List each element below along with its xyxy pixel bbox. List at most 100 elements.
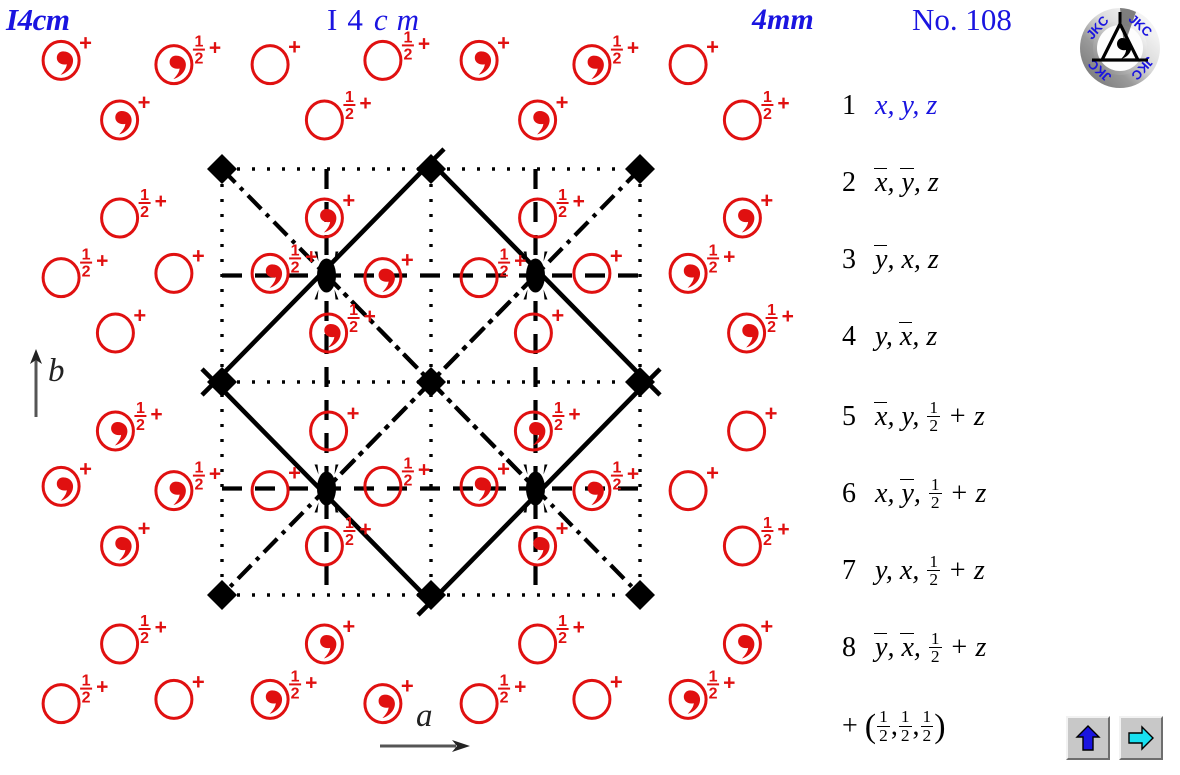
right-arrow-icon: [1128, 725, 1154, 751]
space-group-number: No. 108: [912, 2, 1012, 37]
svg-text:1: 1: [194, 460, 203, 477]
svg-text:1: 1: [82, 673, 91, 690]
half-plus-label: 12+: [343, 89, 372, 123]
operation-5-number: 5: [842, 401, 856, 433]
svg-text:2: 2: [82, 690, 91, 707]
general-position-open: 12+: [304, 515, 372, 567]
plus-label: +: [706, 35, 719, 60]
plus-label: +: [138, 90, 151, 115]
svg-text:1: 1: [709, 242, 718, 259]
c-glide-dashed: [222, 169, 640, 595]
operation-4-coordinates: y, x, z: [875, 321, 938, 352]
general-position-comma: 12+: [572, 460, 639, 512]
svg-text:2: 2: [403, 472, 412, 489]
half-plus-label: 12+: [556, 613, 585, 647]
half-plus-label: 12 +: [707, 242, 735, 276]
general-position-comma: +: [722, 614, 773, 665]
svg-text:+: +: [723, 245, 735, 268]
plus-label: +: [760, 614, 773, 639]
axis-b: b: [24, 345, 94, 420]
plus-label: +: [401, 248, 414, 273]
plus-label: +: [497, 30, 510, 55]
plus-label: +: [138, 516, 151, 541]
operation-1: 1 x, y, z: [842, 92, 937, 120]
general-position-open: +: [250, 35, 301, 86]
svg-text:+: +: [777, 518, 789, 541]
svg-text:+: +: [418, 458, 430, 481]
svg-text:+: +: [627, 37, 639, 60]
svg-text:1: 1: [612, 34, 621, 51]
svg-text:+: +: [155, 190, 167, 213]
general-position-comma: +: [304, 614, 355, 665]
general-position-open: +: [95, 303, 146, 354]
general-position-open: 12+: [722, 89, 790, 141]
svg-text:+: +: [418, 32, 430, 55]
half-plus-label: 12 +: [401, 455, 430, 489]
svg-text:2: 2: [763, 106, 772, 123]
svg-text:1: 1: [558, 613, 567, 630]
general-position-open: 12+: [518, 613, 585, 665]
hm-part-glide: c: [373, 2, 388, 37]
general-positions-layer: 12++12+12+++12+12+++12++12++12++++12+12+…: [41, 29, 794, 725]
general-position-comma: 12+: [668, 668, 735, 720]
general-position-comma: +: [518, 90, 569, 141]
operation-7-number: 7: [842, 555, 856, 587]
svg-text:2: 2: [558, 630, 567, 647]
general-position-open: +: [668, 461, 719, 512]
svg-text:2: 2: [136, 417, 145, 434]
svg-text:1: 1: [82, 247, 91, 264]
half-plus-label: 12+: [610, 34, 639, 68]
plus-label: +: [706, 461, 719, 486]
svg-text:+: +: [305, 245, 317, 268]
general-position-comma: 12+: [250, 242, 317, 294]
general-position-open: +: [572, 669, 623, 720]
general-position-comma: +: [304, 188, 355, 239]
svg-text:1: 1: [558, 187, 567, 204]
general-position-open: +: [572, 243, 623, 294]
general-position-open: +: [309, 401, 359, 452]
nav-next-button[interactable]: [1119, 716, 1163, 760]
general-position-comma: +: [41, 30, 92, 81]
operation-3-coordinates: y, x, z: [873, 244, 939, 275]
plus-label: +: [556, 90, 569, 115]
axis-a: a: [378, 698, 508, 762]
general-position-comma: +: [459, 30, 510, 81]
svg-text:+: +: [782, 305, 794, 328]
svg-text:1: 1: [500, 247, 509, 264]
plus-label: +: [79, 30, 92, 55]
svg-text:2: 2: [709, 259, 718, 276]
svg-text:1: 1: [140, 187, 149, 204]
half-plus-label: 12+: [707, 668, 735, 702]
operation-8-number: 8: [842, 632, 856, 664]
svg-text:+: +: [96, 676, 108, 699]
svg-text:1: 1: [194, 34, 203, 51]
half-plus-label: 12+: [343, 515, 372, 549]
general-position-comma: +: [518, 516, 568, 567]
hm-part-axis: 4: [347, 2, 363, 37]
operation-2: 2 x, y, z: [842, 168, 939, 197]
plus-label: +: [342, 188, 355, 213]
general-position-comma: 12+: [250, 668, 317, 720]
centering-close-paren: ): [934, 708, 946, 745]
general-position-open: 12+: [722, 515, 790, 567]
svg-text:2: 2: [194, 477, 203, 494]
svg-text:1: 1: [403, 29, 412, 46]
half-plus-label: 12+: [498, 247, 526, 281]
half-plus-label: 12+: [80, 247, 108, 281]
general-position-comma: 12+: [154, 34, 221, 86]
half-plus-label: 12+: [138, 187, 167, 221]
half-plus-label: 12 +: [80, 673, 108, 707]
svg-text:1: 1: [403, 455, 412, 472]
plus-label: +: [765, 401, 778, 426]
svg-text:2: 2: [345, 532, 354, 549]
general-position-comma: +: [722, 188, 773, 239]
svg-text:2: 2: [403, 46, 412, 63]
nav-up-button[interactable]: [1066, 716, 1110, 760]
general-position-comma: 12+: [154, 460, 221, 512]
